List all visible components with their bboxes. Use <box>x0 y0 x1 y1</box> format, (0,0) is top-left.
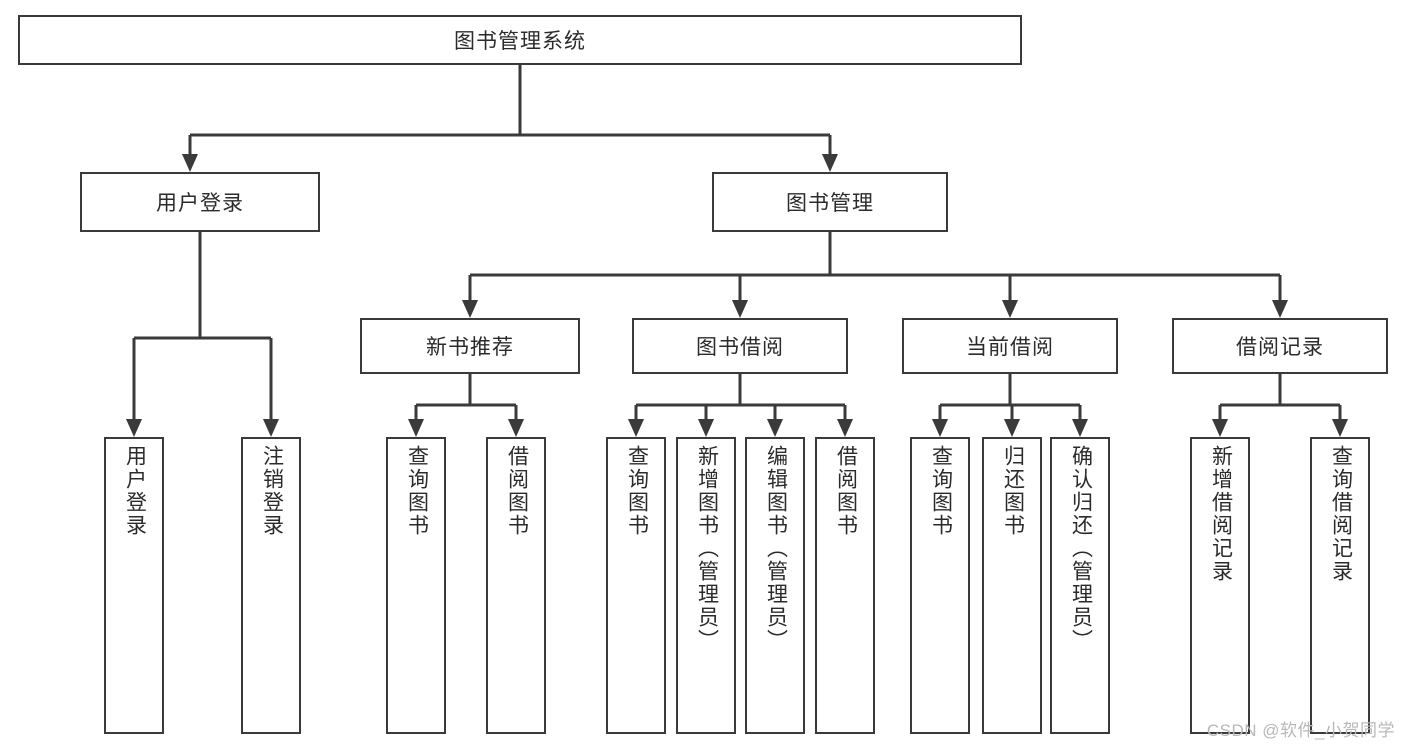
arrow-head-conn-user-login-0 <box>126 419 142 437</box>
node-leaf-user-login[interactable]: 用户登录 <box>104 437 164 734</box>
node-book-borrow[interactable]: 图书借阅 <box>632 318 848 374</box>
arrow-head-conn-borrow-record-0 <box>1212 419 1228 437</box>
arrow-head-conn-current-borrow-1 <box>1004 419 1020 437</box>
node-label: 查询借阅记录 <box>1329 445 1353 583</box>
node-label: 编辑图书（管理员） <box>764 445 788 652</box>
node-label: 注销登录 <box>260 445 284 537</box>
node-leaf-confirm-return[interactable]: 确认归还（管理员） <box>1050 437 1110 734</box>
arrow-head-conn-book-borrow-0 <box>628 419 644 437</box>
node-label: 图书管理系统 <box>454 30 586 53</box>
node-leaf-edit-book[interactable]: 编辑图书（管理员） <box>745 437 805 734</box>
arrow-head-conn-user-login-1 <box>263 419 279 437</box>
node-label: 新增借阅记录 <box>1209 445 1233 583</box>
arrow-head-conn-book-borrow-2 <box>767 419 783 437</box>
node-leaf-add-record[interactable]: 新增借阅记录 <box>1190 437 1250 734</box>
node-label: 查询图书 <box>405 445 429 537</box>
arrow-head-conn-book-manage-1 <box>732 300 748 318</box>
node-label: 借阅图书 <box>834 445 858 537</box>
arrow-head-conn-book-borrow-3 <box>837 419 853 437</box>
watermark-label: CSDN @软件_小贺同学 <box>1206 721 1395 740</box>
arrow-head-conn-borrow-record-1 <box>1332 419 1348 437</box>
node-label: 查询图书 <box>929 445 953 537</box>
node-leaf-add-book[interactable]: 新增图书（管理员） <box>676 437 736 734</box>
node-book-manage[interactable]: 图书管理 <box>712 172 948 232</box>
arrow-head-conn-current-borrow-0 <box>932 419 948 437</box>
arrow-head-conn-new-book-recommend-1 <box>508 419 524 437</box>
node-leaf-borrow-book-2[interactable]: 借阅图书 <box>815 437 875 734</box>
arrow-head-conn-book-manage-2 <box>1002 300 1018 318</box>
node-root[interactable]: 图书管理系统 <box>18 15 1022 65</box>
node-leaf-query-record[interactable]: 查询借阅记录 <box>1310 437 1370 734</box>
arrow-head-conn-root-0 <box>182 154 198 172</box>
node-leaf-borrow-book-1[interactable]: 借阅图书 <box>486 437 546 734</box>
node-label: 借阅记录 <box>1236 336 1324 359</box>
node-borrow-record[interactable]: 借阅记录 <box>1172 318 1388 374</box>
node-current-borrow[interactable]: 当前借阅 <box>902 318 1118 374</box>
node-label: 新增图书（管理员） <box>695 445 719 652</box>
node-leaf-return-book[interactable]: 归还图书 <box>982 437 1042 734</box>
node-label: 归还图书 <box>1001 445 1025 537</box>
node-label: 查询图书 <box>625 445 649 537</box>
node-leaf-query-book-1[interactable]: 查询图书 <box>386 437 446 734</box>
arrow-head-conn-book-manage-0 <box>462 300 478 318</box>
node-label: 图书借阅 <box>696 336 784 359</box>
arrow-head-conn-new-book-recommend-0 <box>408 419 424 437</box>
node-label: 用户登录 <box>123 445 147 537</box>
node-label: 借阅图书 <box>505 445 529 537</box>
node-leaf-query-book-3[interactable]: 查询图书 <box>910 437 970 734</box>
node-user-login[interactable]: 用户登录 <box>80 172 320 232</box>
arrow-head-conn-book-borrow-1 <box>698 419 714 437</box>
node-new-book-recommend[interactable]: 新书推荐 <box>360 318 580 374</box>
arrow-head-conn-book-manage-3 <box>1272 300 1288 318</box>
node-leaf-logout[interactable]: 注销登录 <box>241 437 301 734</box>
arrow-head-conn-root-1 <box>822 154 838 172</box>
arrow-head-conn-current-borrow-2 <box>1072 419 1088 437</box>
node-label: 新书推荐 <box>426 336 514 359</box>
node-label: 确认归还（管理员） <box>1069 445 1093 652</box>
node-leaf-query-book-2[interactable]: 查询图书 <box>606 437 666 734</box>
node-label: 当前借阅 <box>966 336 1054 359</box>
node-label: 图书管理 <box>786 192 874 215</box>
node-label: 用户登录 <box>156 192 244 215</box>
